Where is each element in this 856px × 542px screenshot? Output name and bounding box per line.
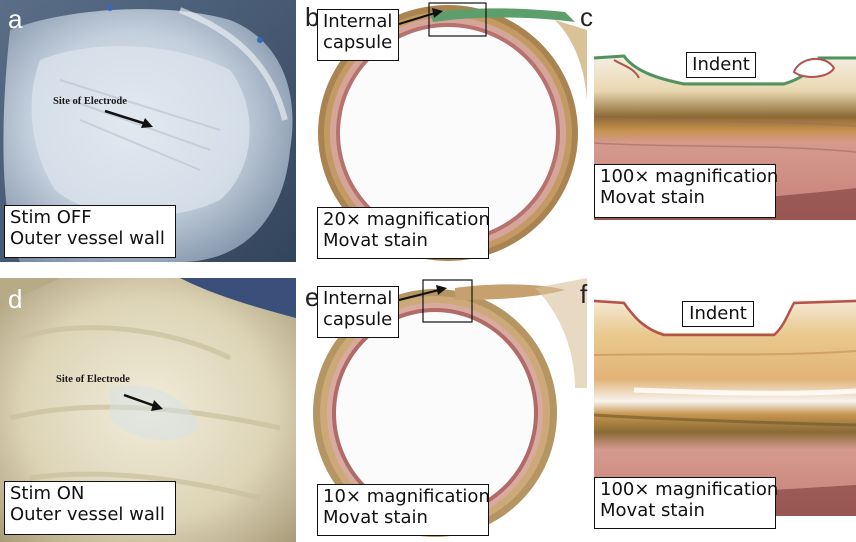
caption-c-line2: Movat stain — [600, 187, 705, 208]
internal-capsule-callout-e: Internal capsule — [317, 286, 399, 338]
panel-e-histology: e Internal capsule 10× magnification Mov… — [305, 278, 587, 542]
caption-a-line2: Outer vessel wall — [10, 228, 165, 249]
caption-b-line2: Movat stain — [323, 230, 428, 251]
caption-box-a: Stim OFF Outer vessel wall — [4, 205, 176, 258]
caption-c-line1: 100× magnification — [600, 166, 779, 187]
callout-e-line1: Internal — [323, 288, 393, 309]
indent-label-c: Indent — [686, 52, 756, 78]
callout-arrow-b — [398, 2, 487, 37]
caption-b-line1: 20× magnification — [323, 209, 490, 230]
photo-stim-off — [0, 0, 296, 262]
callout-e-line2: capsule — [323, 309, 393, 330]
caption-f-line2: Movat stain — [600, 500, 705, 521]
callout-arrow-e — [398, 279, 473, 323]
panel-label-f: f — [580, 279, 588, 309]
panel-label-b: b — [305, 2, 320, 32]
callout-b-line2: capsule — [323, 32, 393, 53]
site-of-electrode-label: Site of Electrode — [53, 96, 127, 107]
indent-label-f: Indent — [682, 301, 754, 327]
panel-label-d: d — [8, 284, 23, 314]
caption-box-e: 10× magnification Movat stain — [317, 484, 490, 536]
caption-box-f: 100× magnification Movat stain — [594, 477, 779, 529]
panel-a-photo: a Site of Electrode Stim OFF Outer vesse… — [0, 0, 296, 262]
caption-box-b: 20× magnification Movat stain — [317, 207, 490, 259]
caption-box-c: 100× magnification Movat stain — [594, 164, 779, 218]
caption-f-line1: 100× magnification — [600, 479, 779, 500]
caption-box-d: Stim ON Outer vessel wall — [4, 481, 176, 535]
callout-b-line1: Internal — [323, 11, 393, 32]
panel-d-photo: d Site of Electrode Stim ON Outer vessel… — [0, 278, 296, 542]
internal-capsule-callout-b: Internal capsule — [317, 9, 399, 61]
panel-label-e: e — [305, 282, 320, 312]
site-of-electrode-label: Site of Electrode — [56, 374, 130, 385]
panel-label-c: c — [580, 2, 593, 32]
panel-b-histology: b Internal capsule 20× magnification Mov… — [305, 0, 587, 262]
caption-e-line2: Movat stain — [323, 507, 428, 528]
caption-d-line1: Stim ON — [10, 483, 85, 504]
caption-d-line2: Outer vessel wall — [10, 504, 165, 525]
panel-label-a: a — [8, 4, 23, 34]
electrode-arrow — [104, 109, 153, 128]
caption-e-line1: 10× magnification — [323, 486, 490, 507]
electrode-arrow — [123, 393, 163, 411]
caption-a-line1: Stim OFF — [10, 207, 92, 228]
